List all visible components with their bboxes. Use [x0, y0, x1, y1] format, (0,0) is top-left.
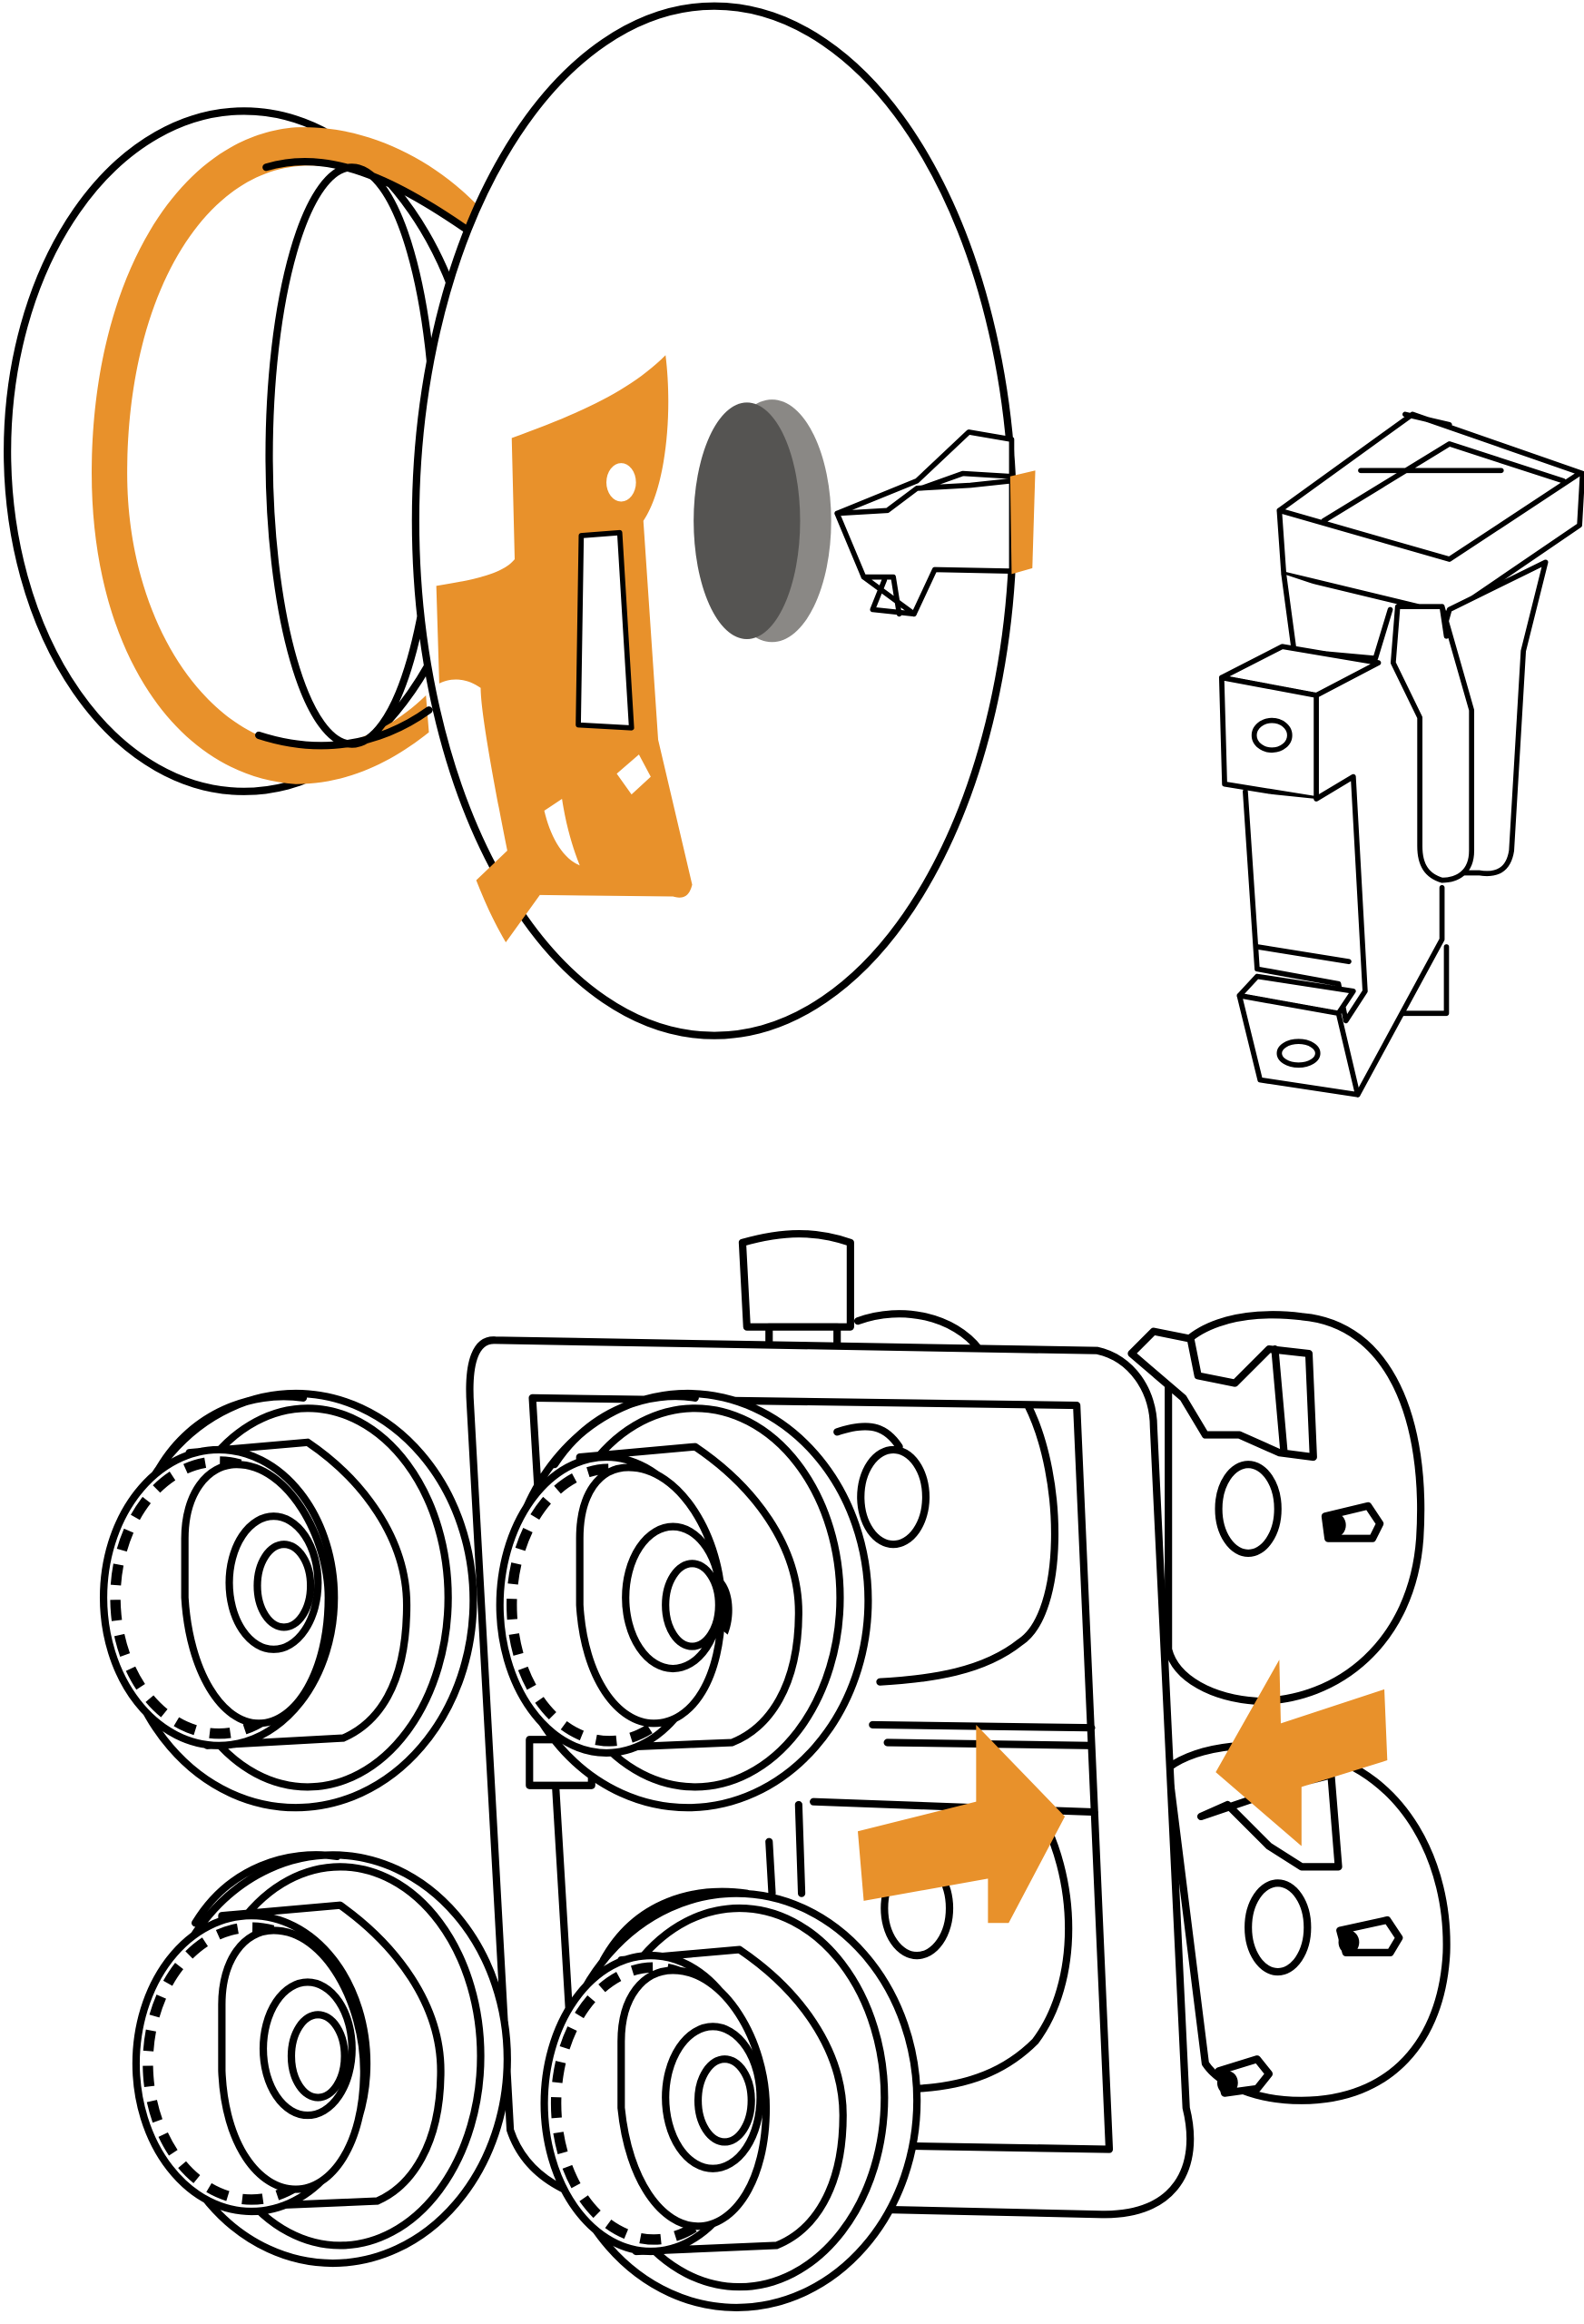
arrow-left-icon	[1215, 1659, 1388, 1846]
drive-roll-upper-left	[99, 1389, 477, 1812]
drive-roll-frame	[466, 1229, 1195, 2219]
spool-brake-tab	[834, 429, 1036, 617]
brake-tab-orange	[1009, 470, 1036, 575]
wire-spool-disc	[411, 2, 1018, 1039]
drive-roll-lower-left	[132, 1851, 511, 2268]
arrow-right-icon	[858, 1724, 1066, 1924]
drive-roll-upper-center	[496, 1389, 872, 1812]
pressure-arm-assembly	[1127, 1311, 1451, 2104]
direction-arrows	[858, 1659, 1388, 1924]
retainer-ring-orange-band	[92, 127, 493, 784]
spool-label-orange	[436, 355, 693, 943]
spool-clip-bracket	[1218, 411, 1584, 1098]
drive-roll-lower-center	[540, 1887, 921, 2311]
